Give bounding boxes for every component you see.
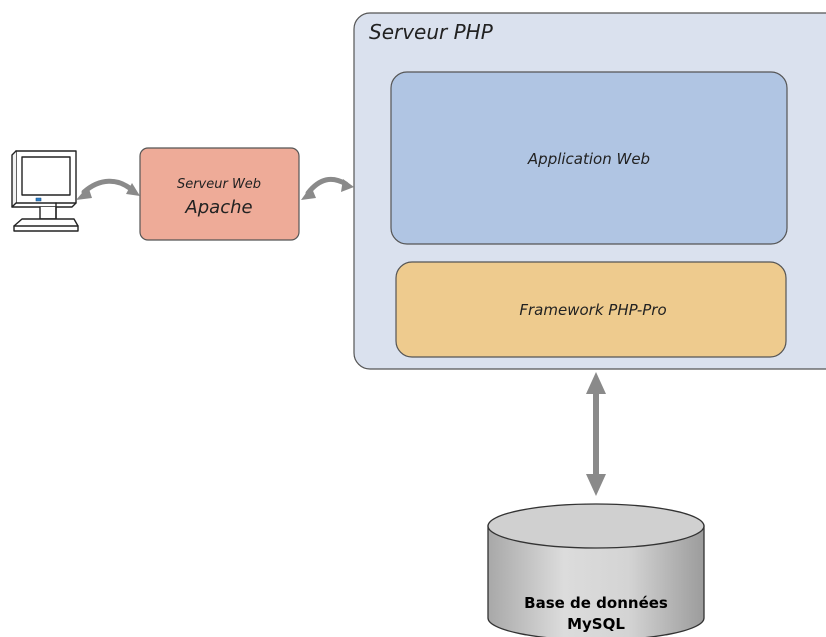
- webserver-phpserver-arrow: [301, 176, 354, 200]
- phpserver-database-arrow: [586, 372, 606, 496]
- web-server-name: Apache: [184, 197, 252, 218]
- framework-label: Framework PHP-Pro: [519, 301, 666, 319]
- database-cylinder: Base de données MySQL: [487, 503, 705, 637]
- client-webserver-arrow: [76, 178, 140, 200]
- framework-box: Framework PHP-Pro: [395, 261, 787, 358]
- database-label-line2: MySQL: [567, 615, 625, 633]
- web-server-caption: Serveur Web: [177, 177, 261, 192]
- web-application-box: Application Web: [390, 71, 788, 245]
- computer-monitor-icon: [11, 150, 79, 232]
- php-server-title: Serveur PHP: [369, 20, 494, 44]
- web-server-box: Serveur Web Apache: [139, 147, 300, 241]
- database-label-line1: Base de données: [524, 594, 668, 612]
- web-application-label: Application Web: [527, 150, 650, 168]
